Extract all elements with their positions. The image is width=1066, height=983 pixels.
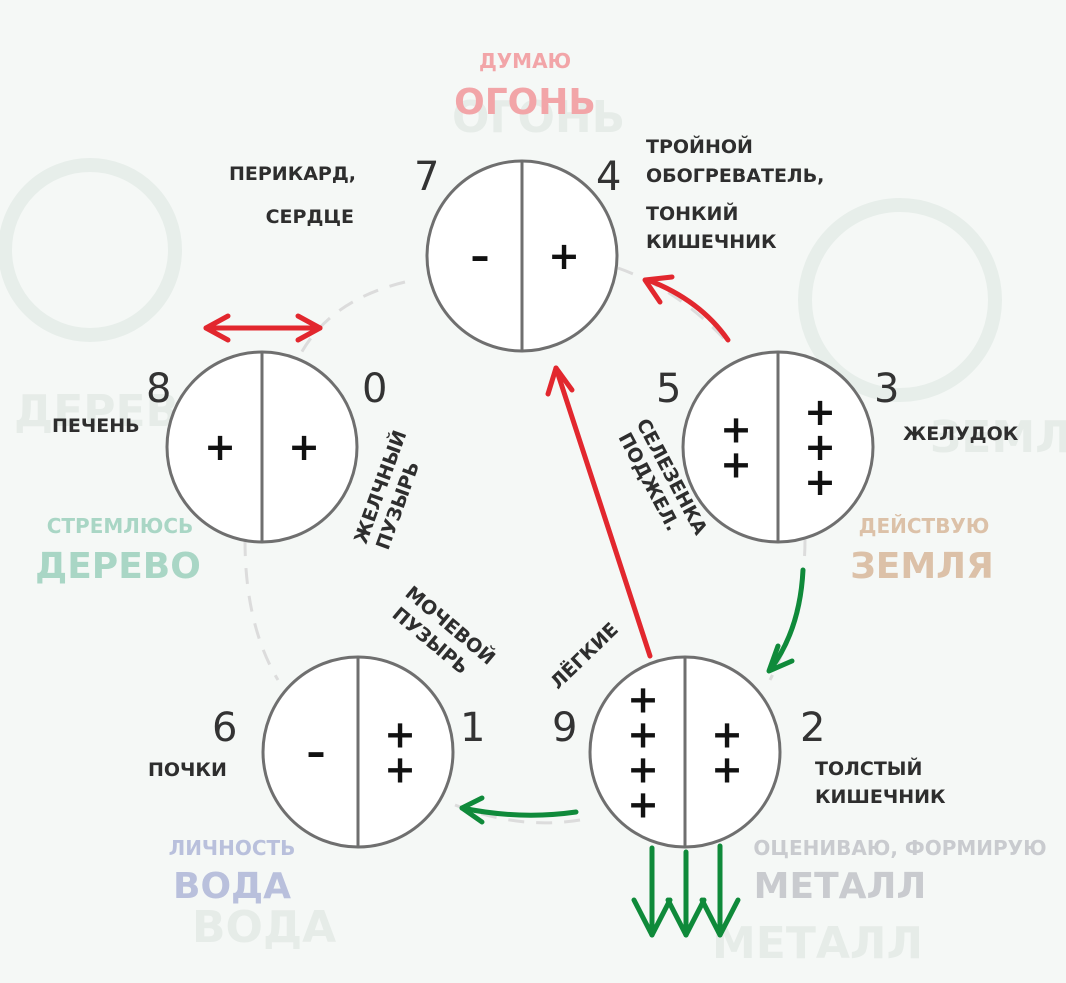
- red-arrows: [203, 274, 731, 659]
- circle-metal: ++++ ++: [588, 655, 782, 849]
- circle-metal-right-signs: ++: [711, 713, 743, 792]
- sign-fire-left: –: [471, 234, 490, 278]
- sign-metal-left: +: [627, 713, 659, 757]
- earth-name: ЗЕМЛЯ: [850, 546, 994, 587]
- green-arrow-down-3: [699, 843, 741, 938]
- red-arrow-metal-to-fire: [545, 365, 653, 659]
- sign-earth-left: +: [720, 408, 752, 452]
- element-labels: ДУМАЮ ОГОНЬ ДЕЙСТВУЮ ЗЕМЛЯ ОЦЕНИВАЮ, ФОР…: [35, 49, 1046, 907]
- watermark-fire: ОГОНЬ: [452, 92, 625, 143]
- label-triple-heater-1: ТРОЙНОЙ: [646, 135, 753, 158]
- circle-fire-left-signs: –: [471, 234, 490, 278]
- number-wood-right: 0: [362, 366, 387, 412]
- label-lungs: ЛЁГКИЕ: [545, 617, 623, 694]
- circle-earth: ++ +++: [681, 350, 875, 544]
- green-arrow-earth-to-metal: [766, 567, 806, 674]
- green-arrows: [459, 567, 806, 938]
- ring-segment: [298, 280, 406, 356]
- sign-metal-right: +: [711, 748, 743, 792]
- sign-earth-right: +: [804, 460, 836, 504]
- green-arrow-metal-to-water: [459, 795, 579, 825]
- label-large-intestine-1: ТОЛСТЫЙ: [815, 757, 922, 780]
- number-wood-left: 8: [146, 366, 171, 412]
- circle-numbers: 7 4 5 3 9 2 6 1 8 0: [146, 154, 899, 751]
- circle-metal-left-signs: ++++: [627, 678, 659, 827]
- sign-earth-right: +: [804, 390, 836, 434]
- watermark-ornament: [798, 198, 1002, 402]
- wood-verb: СТРЕМЛЮСЬ: [47, 514, 194, 538]
- earth-verb: ДЕЙСТВУЮ: [859, 514, 990, 538]
- circle-earth-right-signs: +++: [804, 390, 836, 504]
- sign-metal-left: +: [627, 678, 659, 722]
- water-verb: ЛИЧНОСТЬ: [169, 836, 296, 860]
- sign-metal-left: +: [627, 748, 659, 792]
- circle-wood-left-signs: +: [204, 425, 236, 469]
- circle-fire-right-signs: +: [548, 234, 580, 278]
- red-double-arrow: [203, 313, 323, 343]
- background-watermark: ОГОНЬ ЗЕМЛЯ МЕТАЛЛ ВОДА ДЕРЕВО: [0, 92, 1066, 969]
- sign-metal-right: +: [711, 713, 743, 757]
- watermark-ornament: [0, 158, 182, 342]
- watermark-metal: МЕТАЛЛ: [712, 918, 923, 969]
- watermark-earth: ЗЕМЛЯ: [930, 412, 1066, 463]
- label-small-intestine-1: ТОНКИЙ: [646, 202, 738, 225]
- wood-name: ДЕРЕВО: [35, 546, 201, 587]
- number-earth-right: 3: [874, 366, 899, 412]
- label-pericardium: ПЕРИКАРД,: [229, 163, 356, 185]
- label-triple-heater-2: ОБОГРЕВАТЕЛЬ,: [646, 165, 824, 187]
- label-small-intestine-2: КИШЕЧНИК: [646, 231, 777, 253]
- ring-segment: [243, 539, 280, 681]
- watermark-water: ВОДА: [192, 902, 336, 953]
- label-stomach: ЖЕЛУДОК: [903, 423, 1019, 445]
- fire-verb: ДУМАЮ: [479, 49, 571, 73]
- sign-fire-right: +: [548, 234, 580, 278]
- green-arrow-down-1: [631, 845, 673, 938]
- number-fire-right: 4: [596, 154, 621, 200]
- number-water-left: 6: [212, 705, 237, 751]
- sign-water-right: +: [384, 748, 416, 792]
- number-metal-right: 2: [800, 705, 825, 751]
- label-liver: ПЕЧЕНЬ: [52, 415, 140, 437]
- metal-verb: ОЦЕНИВАЮ, ФОРМИРУЮ: [753, 836, 1046, 860]
- number-water-right: 1: [460, 705, 485, 751]
- sign-earth-left: +: [720, 443, 752, 487]
- green-arrow-down-2: [665, 849, 707, 938]
- circle-wood-right-signs: +: [288, 425, 320, 469]
- metal-name: МЕТАЛЛ: [754, 866, 927, 907]
- ring-segment: [617, 266, 732, 347]
- circle-wood: + +: [165, 350, 359, 544]
- label-kidneys: ПОЧКИ: [148, 759, 227, 781]
- sign-wood-left: +: [204, 425, 236, 469]
- label-large-intestine-2: КИШЕЧНИК: [815, 786, 946, 808]
- circle-water: – ++: [261, 655, 455, 849]
- sign-wood-right: +: [288, 425, 320, 469]
- water-name: ВОДА: [173, 866, 291, 907]
- circle-earth-left-signs: ++: [720, 408, 752, 487]
- number-fire-left: 7: [414, 154, 439, 200]
- circle-water-left-signs: –: [307, 730, 326, 774]
- fire-name: ОГОНЬ: [454, 82, 596, 123]
- circle-fire: – +: [425, 159, 619, 353]
- number-earth-left: 5: [656, 366, 681, 412]
- sign-water-left: –: [307, 730, 326, 774]
- circle-water-right-signs: ++: [384, 713, 416, 792]
- sign-metal-left: +: [627, 783, 659, 827]
- label-heart: СЕРДЦЕ: [266, 206, 354, 228]
- sign-water-right: +: [384, 713, 416, 757]
- red-arrow-earth-to-fire: [642, 274, 731, 343]
- sign-earth-right: +: [804, 425, 836, 469]
- number-metal-left: 9: [552, 705, 577, 751]
